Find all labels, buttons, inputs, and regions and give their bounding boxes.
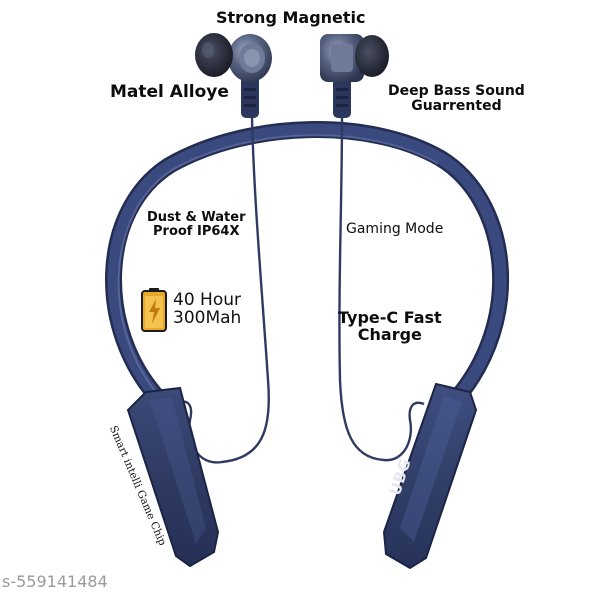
label-battery-capacity: 300Mah <box>173 307 242 328</box>
label-battery: 40 Hour 300Mah <box>173 290 242 328</box>
watermark-id: s-559141484 <box>2 572 108 591</box>
label-typec-line1: Type-C Fast <box>338 308 442 327</box>
label-strong-magnetic: Strong Magnetic <box>216 8 366 27</box>
battery-icon <box>141 288 167 332</box>
label-typec-line2: Charge <box>357 324 422 344</box>
right-neckband-pod <box>382 382 478 570</box>
label-gaming-mode: Gaming Mode <box>346 221 444 237</box>
label-deep-bass-line2: Guarrented <box>411 97 502 114</box>
label-deep-bass: Deep Bass Sound Guarrented <box>388 84 525 113</box>
earbud-cables <box>177 117 425 464</box>
neck-band <box>105 121 510 409</box>
label-battery-hours: 40 Hour <box>173 290 241 310</box>
left-neckband-pod <box>126 386 220 568</box>
label-dust-water-line2: Proof IP64X <box>153 223 240 239</box>
right-earbud <box>320 34 389 118</box>
label-dust-water: Dust & Water Proof IP64X <box>147 211 245 238</box>
left-earbud <box>195 33 272 118</box>
label-metal-alloy: Matel Alloye <box>110 82 229 102</box>
label-typec: Type-C Fast Charge <box>338 308 442 344</box>
label-deep-bass-line1: Deep Bass Sound <box>388 83 525 99</box>
label-dust-water-line1: Dust & Water <box>147 210 246 225</box>
